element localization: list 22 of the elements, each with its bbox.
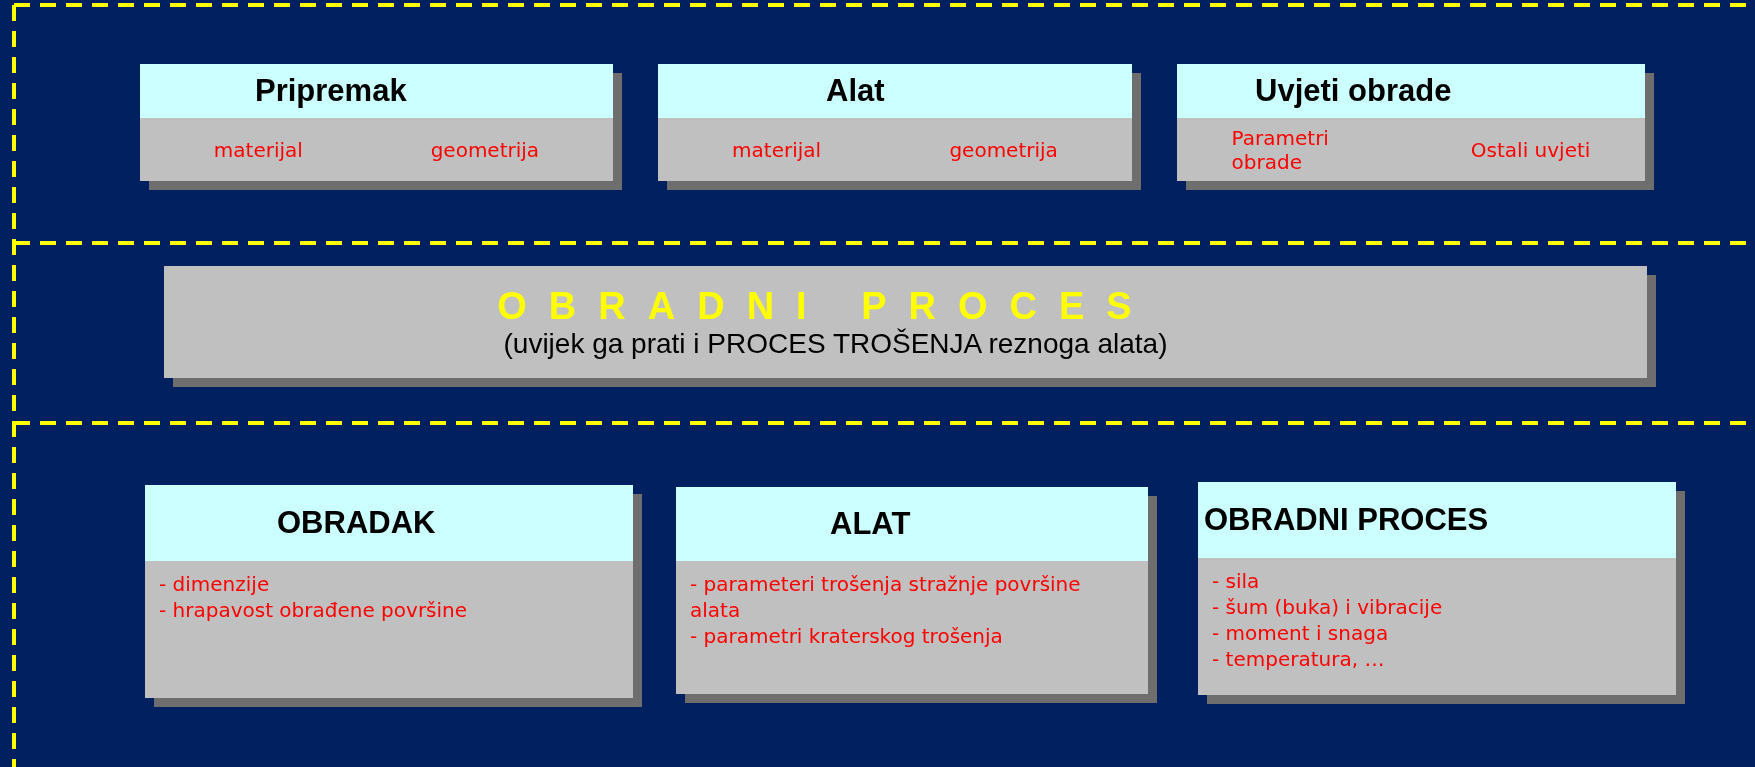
list-item: - parameteri trošenja stražnje površine alata [690, 571, 1082, 623]
card-title: OBRADAK [145, 485, 633, 561]
card-title: Uvjeti obrade [1177, 64, 1645, 118]
banner-subtitle: (uvijek ga prati i PROCES TROŠENJA reznoga alata) [503, 327, 1168, 360]
list-item: Parametri obrade [1231, 125, 1330, 174]
list-item: - temperatura, … [1212, 646, 1386, 672]
list-item: - parametri kraterskog trošenja [690, 623, 1004, 649]
card-title: ALAT [676, 487, 1148, 561]
list-item: - sila [1212, 568, 1261, 594]
list-item: - dimenzije [159, 571, 271, 597]
card-title: Pripremak [140, 64, 613, 118]
card-title: Alat [658, 64, 1132, 118]
list-item: materijal [213, 137, 303, 162]
list-item: Ostali uvjeti [1470, 137, 1591, 162]
card-title: OBRADNI PROCES [1198, 482, 1676, 558]
list-item: materijal [732, 137, 822, 162]
list-item: - moment i snaga [1212, 620, 1390, 646]
list-item: - šum (buka) i vibracije [1212, 594, 1444, 620]
list-item: geometrija [430, 137, 540, 162]
banner-title: OBRADNI PROCES [497, 284, 1154, 328]
list-item: geometrija [949, 137, 1058, 162]
list-item: - hrapavost obrađene površine [159, 597, 469, 623]
